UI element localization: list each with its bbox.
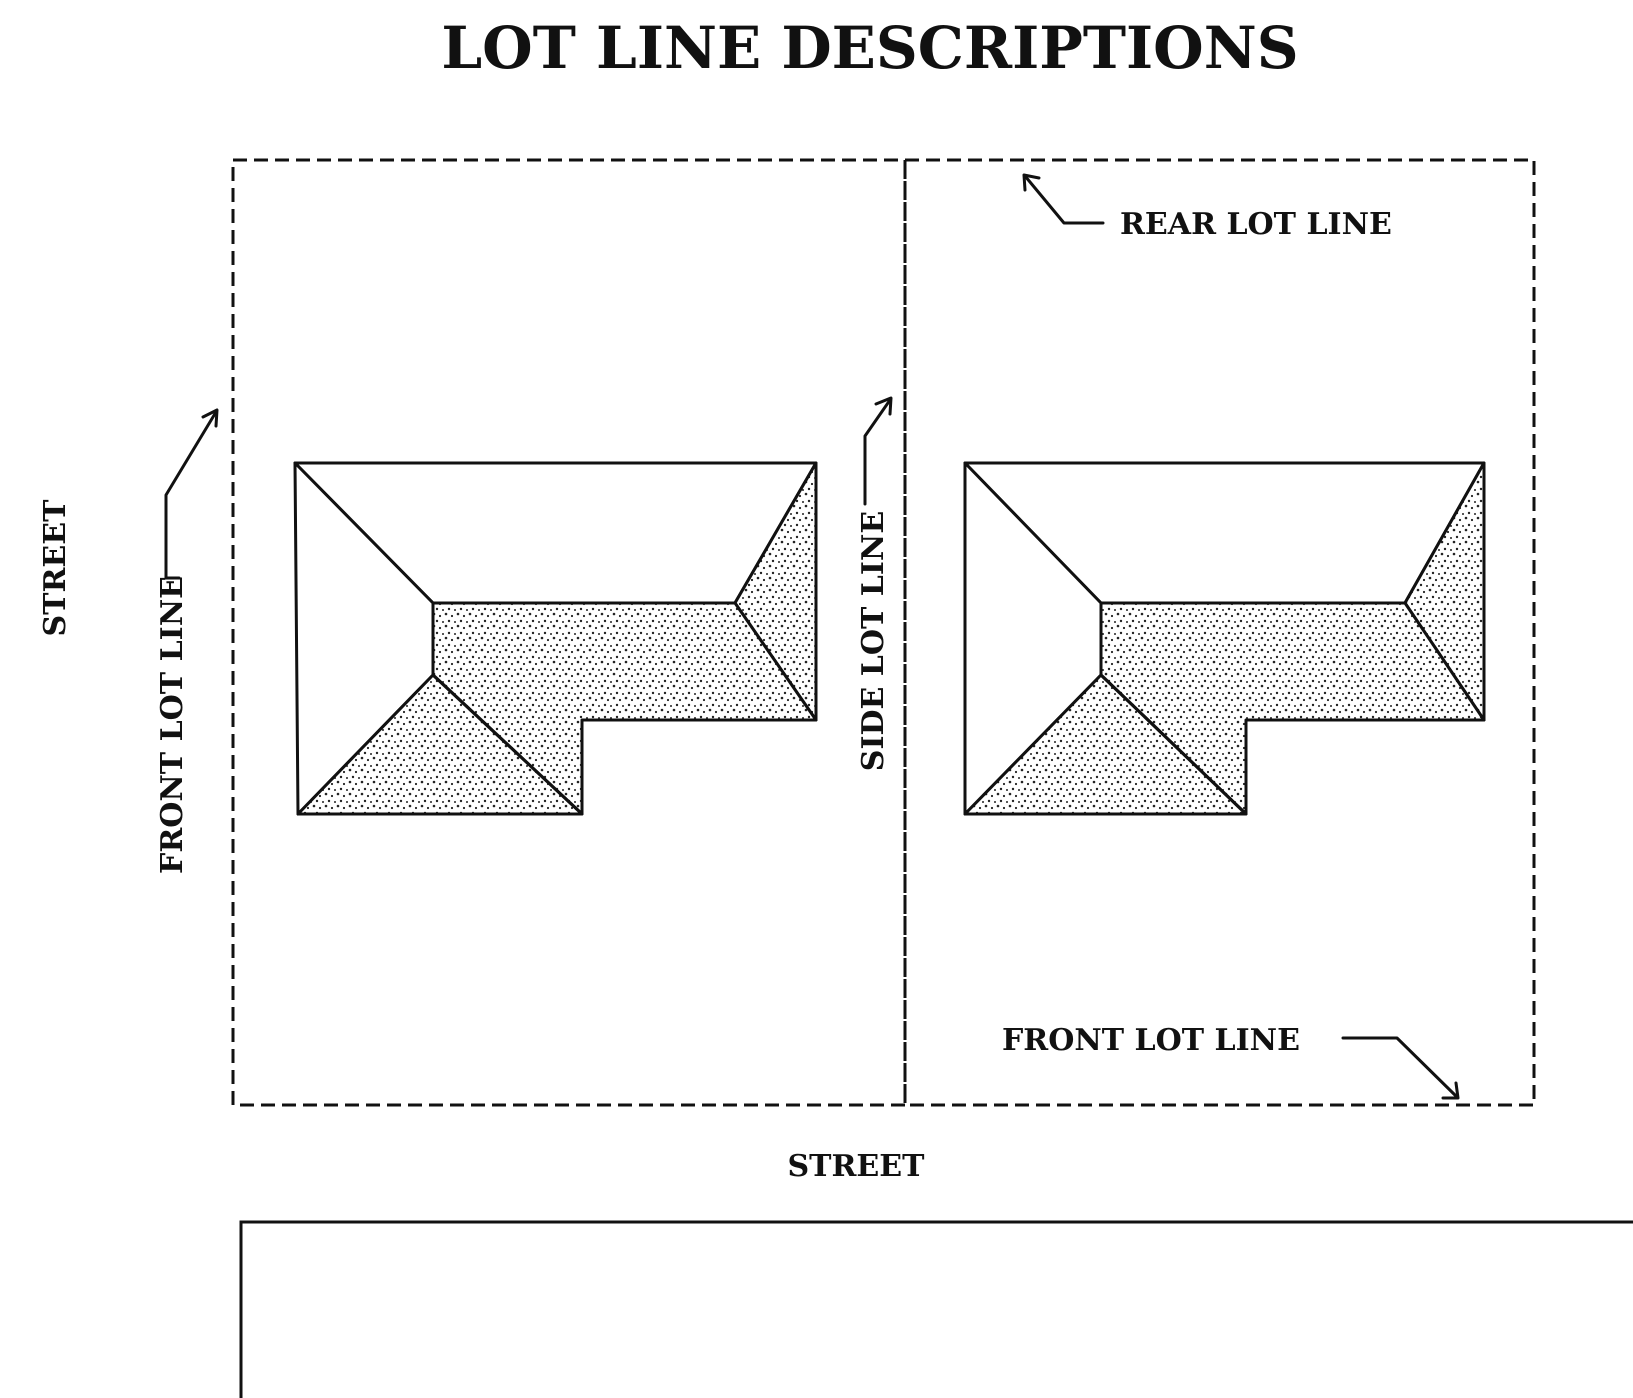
rear-lot-line-arrow — [1023, 174, 1105, 225]
right-lot-boundary — [903, 158, 1536, 1107]
page-title: LOT LINE DESCRIPTIONS — [441, 14, 1298, 82]
front-lot-line-left-arrow — [164, 410, 218, 580]
side-lot-line-arrowhead — [874, 396, 893, 416]
street-label-bottom: STREET — [788, 1149, 926, 1184]
rear-lot-line-arrowhead — [1022, 173, 1041, 192]
rear-lot-line-label: REAR LOT LINE — [1120, 207, 1392, 242]
side-lot-line-arrow — [863, 398, 892, 506]
front-lot-line-left-arrowhead — [201, 408, 219, 428]
front-lot-line-bottom-arrowhead — [1441, 1081, 1460, 1100]
lower-boundary-box — [239, 1220, 1633, 1398]
side-lot-line-label: SIDE LOT LINE — [856, 511, 891, 771]
left-house-roof — [293, 461, 818, 816]
street-label-left: STREET — [38, 499, 73, 637]
right-house-roof — [963, 461, 1486, 816]
front-lot-line-bottom-arrow — [1341, 1036, 1459, 1099]
front-lot-line-label-bottom: FRONT LOT LINE — [1002, 1023, 1300, 1058]
front-lot-line-label-left: FRONT LOT LINE — [155, 576, 190, 874]
